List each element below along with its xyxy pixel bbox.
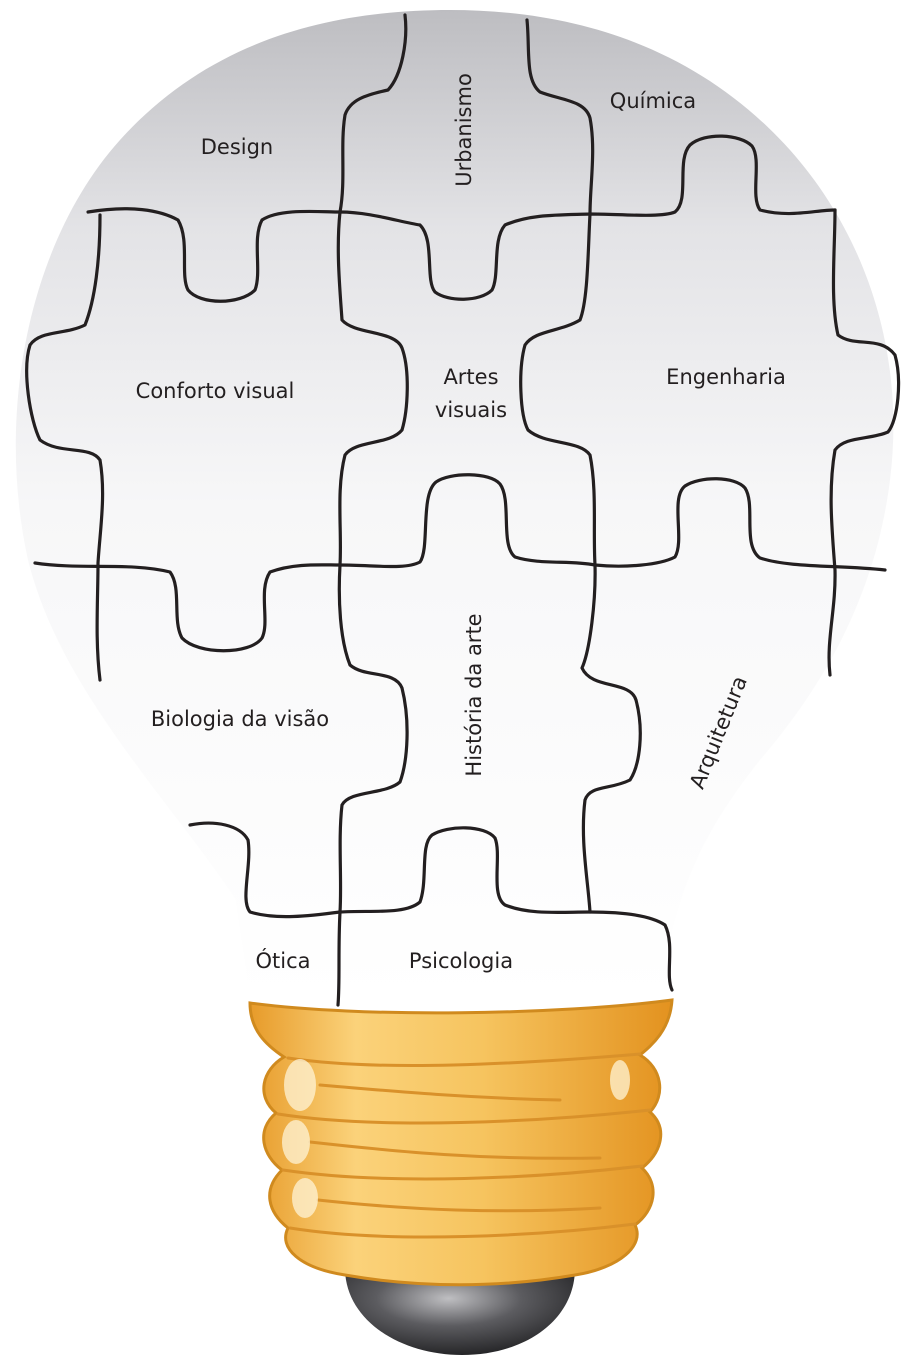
bulb-screw-base (250, 1000, 672, 1285)
label-otica: Ótica (255, 948, 310, 973)
label-quimica: Química (610, 89, 696, 113)
label-urbanismo: Urbanismo (452, 73, 476, 187)
label-biologia-da-visao: Biologia da visão (151, 707, 329, 731)
label-design: Design (201, 135, 274, 159)
label-engenharia: Engenharia (666, 365, 786, 389)
label-psicologia: Psicologia (409, 949, 513, 973)
label-artes: Artes (443, 365, 498, 389)
label-visuais: visuais (435, 398, 507, 422)
label-historia-da-arte: História da arte (462, 613, 486, 776)
label-conforto-visual: Conforto visual (136, 379, 295, 403)
